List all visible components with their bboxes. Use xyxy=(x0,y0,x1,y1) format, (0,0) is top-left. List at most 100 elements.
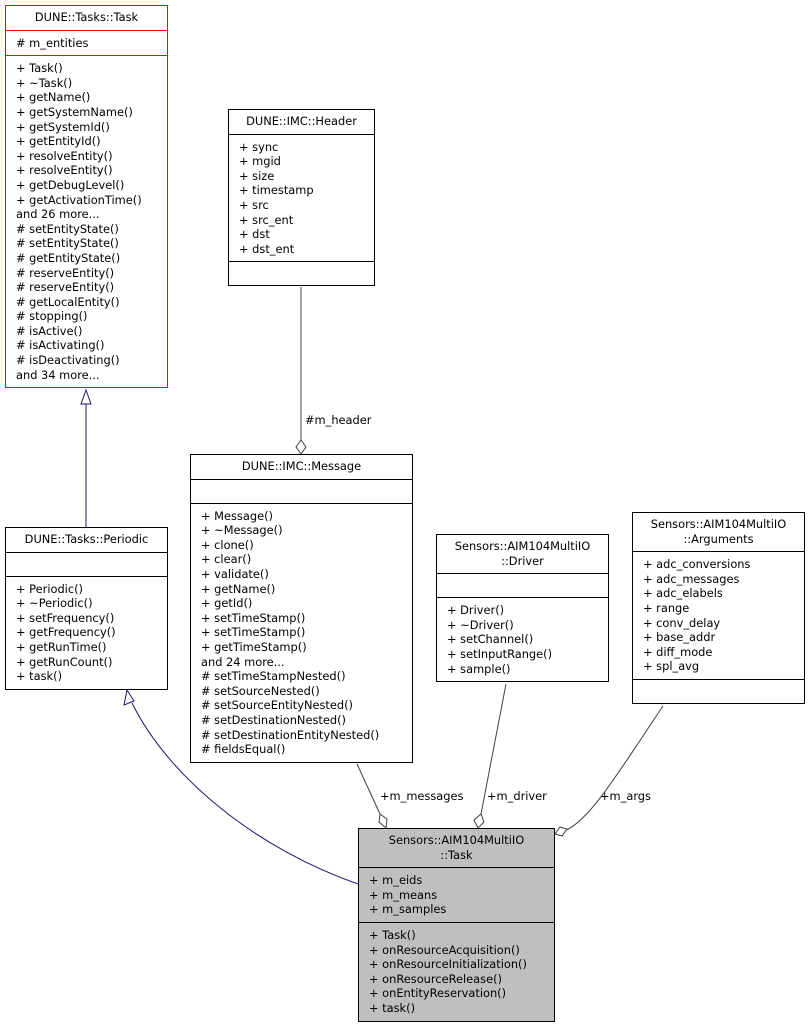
member-item[interactable]: # setEntityState() xyxy=(16,221,119,236)
class-aim104-driver[interactable]: Sensors::AIM104MultiIO::Driver+ Driver()… xyxy=(436,534,609,683)
member-item[interactable]: + onResourceRelease() xyxy=(369,971,502,986)
member-item[interactable]: + conv_delay xyxy=(643,615,721,630)
member-item[interactable]: and 34 more... xyxy=(16,367,100,382)
member-item[interactable]: + dst xyxy=(239,227,270,242)
member-item[interactable]: + ~Periodic() xyxy=(16,596,93,611)
member-item[interactable]: + src xyxy=(239,197,269,212)
class-dune-tasks-task[interactable]: DUNE::Tasks::Task# m_entities+ Task()+ ~… xyxy=(5,5,168,389)
member-item[interactable]: # isActive() xyxy=(16,323,83,338)
member-item[interactable]: + task() xyxy=(369,1000,416,1015)
class-aim104-task[interactable]: Sensors::AIM104MultiIO::Task+ m_eids+ m_… xyxy=(358,828,555,1022)
member-item[interactable]: + getSystemName() xyxy=(16,104,133,119)
methods-section: + Task()+ ~Task()+ getName()+ getSystemN… xyxy=(6,55,167,387)
member-item[interactable]: + onEntityReservation() xyxy=(369,986,507,1001)
member-item[interactable]: + m_eids xyxy=(369,873,423,888)
member-item[interactable]: # fieldsEqual() xyxy=(201,742,286,757)
composition-diamond-icon xyxy=(378,813,388,829)
member-item[interactable]: + mgid xyxy=(239,154,281,169)
member-item[interactable]: + onResourceInitialization() xyxy=(369,957,527,972)
member-item[interactable]: + getSystemId() xyxy=(16,119,110,134)
member-item[interactable]: + getName() xyxy=(16,90,91,105)
class-title-line: Sensors::AIM104MultiIO xyxy=(388,833,525,847)
class-title-line: ::Arguments xyxy=(683,531,754,546)
class-dune-tasks-periodic[interactable]: DUNE::Tasks::Periodic+ Periodic()+ ~Peri… xyxy=(5,527,168,690)
member-item[interactable]: + setTimeStamp() xyxy=(201,610,306,625)
member-item[interactable]: + range xyxy=(643,600,690,615)
attributes-section: # m_entities xyxy=(6,29,167,56)
member-item[interactable]: + setFrequency() xyxy=(16,610,115,625)
member-item[interactable]: + size xyxy=(239,168,275,183)
member-item[interactable]: # getEntityState() xyxy=(16,250,121,265)
attributes-section: + m_eids+ m_means+ m_samples xyxy=(359,867,554,922)
member-item[interactable]: # setTimeStampNested() xyxy=(201,669,346,684)
member-item[interactable]: + clone() xyxy=(201,537,254,552)
member-item[interactable]: + ~Message() xyxy=(201,523,283,538)
member-item[interactable]: + spl_avg xyxy=(643,659,700,674)
class-title: Sensors::AIM104MultiIO::Task xyxy=(359,829,554,867)
member-item[interactable]: # setEntityState() xyxy=(16,236,119,251)
member-item[interactable]: + setInputRange() xyxy=(447,646,553,661)
member-item[interactable]: + sync xyxy=(239,139,279,154)
member-item[interactable]: + getRunTime() xyxy=(16,639,107,654)
member-item[interactable]: + diff_mode xyxy=(643,644,713,659)
composition-diamond-icon xyxy=(554,826,568,837)
member-item[interactable]: + sample() xyxy=(447,661,511,676)
member-item[interactable]: + resolveEntity() xyxy=(16,163,113,178)
class-title: DUNE::IMC::Header xyxy=(229,110,374,134)
member-item[interactable]: # m_entities xyxy=(16,35,89,50)
member-item[interactable]: + getActivationTime() xyxy=(16,192,142,207)
member-item[interactable]: + adc_elabels xyxy=(643,586,723,601)
member-item[interactable]: + m_means xyxy=(369,887,438,902)
class-dune-imc-header[interactable]: DUNE::IMC::Header+ sync+ mgid+ size+ tim… xyxy=(228,109,375,287)
class-title: DUNE::Tasks::Task xyxy=(6,6,167,30)
member-item[interactable]: + getDebugLevel() xyxy=(16,177,125,192)
member-item[interactable]: + src_ent xyxy=(239,212,294,227)
member-item[interactable]: + getEntityId() xyxy=(16,134,101,149)
member-item[interactable]: # setSourceEntityNested() xyxy=(201,698,354,713)
member-item[interactable]: + Driver() xyxy=(447,603,505,618)
member-item[interactable]: + adc_messages xyxy=(643,571,740,586)
class-aim104-arguments[interactable]: Sensors::AIM104MultiIO::Arguments+ adc_c… xyxy=(632,512,805,704)
member-item[interactable]: + adc_conversions xyxy=(643,557,751,572)
member-item[interactable]: + Periodic() xyxy=(16,581,83,596)
member-item[interactable]: and 26 more... xyxy=(16,207,100,222)
member-item[interactable]: + onResourceAcquisition() xyxy=(369,942,520,957)
member-item[interactable]: # reserveEntity() xyxy=(16,265,115,280)
inheritance-arrow-icon xyxy=(123,688,135,706)
methods-section xyxy=(633,678,804,703)
member-item[interactable]: # setSourceNested() xyxy=(201,683,320,698)
member-item[interactable]: + getId() xyxy=(201,596,253,611)
member-item[interactable]: and 24 more... xyxy=(201,654,285,669)
member-item[interactable]: # setDestinationEntityNested() xyxy=(201,727,380,742)
member-item[interactable]: + dst_ent xyxy=(239,241,295,256)
member-item[interactable]: + validate() xyxy=(201,566,269,581)
member-item[interactable]: + getFrequency() xyxy=(16,625,116,640)
member-item[interactable]: # reserveEntity() xyxy=(16,280,115,295)
member-item[interactable]: + base_addr xyxy=(643,630,716,645)
member-item[interactable]: + Task() xyxy=(16,61,63,76)
member-item[interactable]: + task() xyxy=(16,669,63,684)
member-item[interactable]: + getRunCount() xyxy=(16,654,113,669)
member-item[interactable]: + setTimeStamp() xyxy=(201,625,306,640)
member-item[interactable]: + ~Task() xyxy=(16,75,73,90)
member-item[interactable]: + setChannel() xyxy=(447,632,534,647)
member-item[interactable]: # setDestinationNested() xyxy=(201,712,346,727)
methods-section: + Task()+ onResourceAcquisition()+ onRes… xyxy=(359,921,554,1021)
member-item[interactable]: # getLocalEntity() xyxy=(16,294,120,309)
member-item[interactable]: + Task() xyxy=(369,927,416,942)
member-item[interactable]: # isActivating() xyxy=(16,338,105,353)
member-item[interactable]: # stopping() xyxy=(16,309,88,324)
member-item[interactable]: + clear() xyxy=(201,552,252,567)
member-item[interactable]: + timestamp xyxy=(239,183,314,198)
methods-section: + Periodic()+ ~Periodic()+ setFrequency(… xyxy=(6,575,167,689)
member-item[interactable]: + resolveEntity() xyxy=(16,148,113,163)
member-item[interactable]: + getName() xyxy=(201,581,276,596)
composition-diamond-icon xyxy=(295,439,307,455)
class-dune-imc-message[interactable]: DUNE::IMC::Message+ Message()+ ~Message(… xyxy=(190,454,413,763)
edge-label-m-header: #m_header xyxy=(305,413,372,427)
member-item[interactable]: + Message() xyxy=(201,508,273,523)
member-item[interactable]: + ~Driver() xyxy=(447,617,514,632)
member-item[interactable]: + m_samples xyxy=(369,902,447,917)
member-item[interactable]: # isDeactivating() xyxy=(16,353,120,368)
member-item[interactable]: + getTimeStamp() xyxy=(201,639,307,654)
